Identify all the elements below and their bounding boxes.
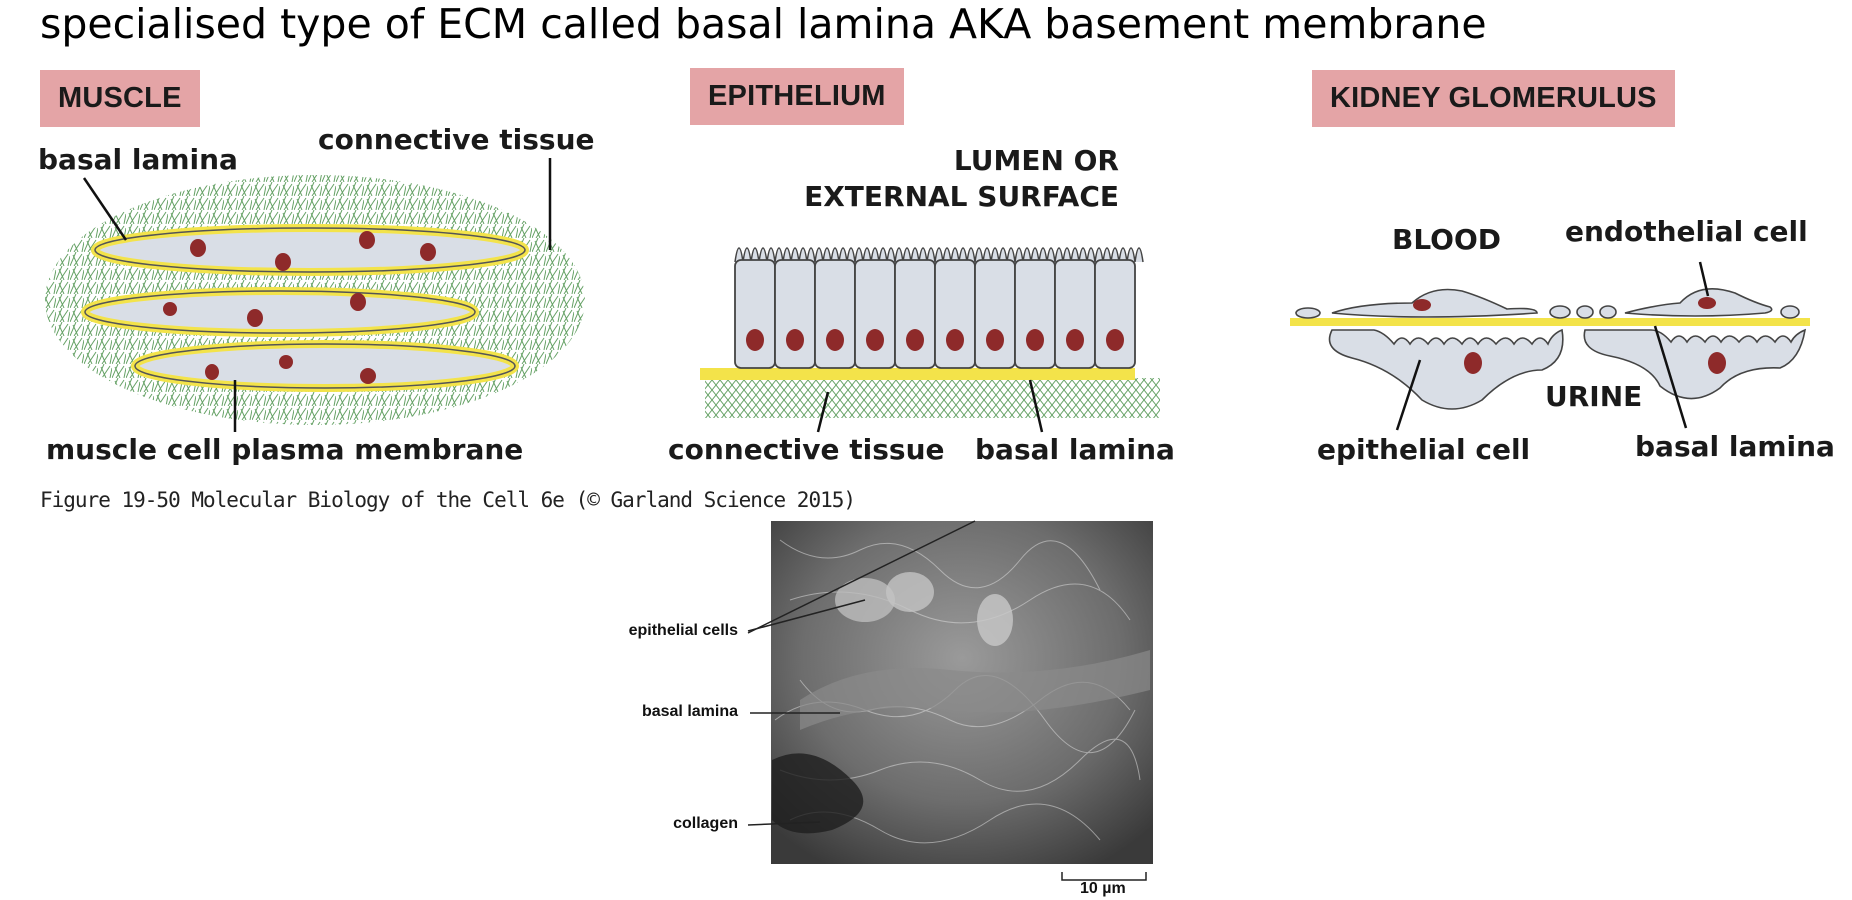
- muscle-connective-tissue-label: connective tissue: [318, 123, 595, 156]
- epithelium-lumen-label-line1: LUMEN OR: [953, 144, 1119, 177]
- kidney-badge: KIDNEY GLOMERULUS: [1312, 70, 1675, 127]
- muscle-basal-lamina-label: basal lamina: [38, 143, 238, 176]
- kidney-epithelial-label: epithelial cell: [1317, 433, 1531, 466]
- muscle-illustration: [45, 158, 585, 432]
- sem-micrograph: [747, 520, 1153, 881]
- kidney-illustration: [1290, 261, 1810, 431]
- epithelium-lumen-label-line2: EXTERNAL SURFACE: [804, 180, 1119, 213]
- epithelium-badge: EPITHELIUM: [690, 68, 904, 125]
- sem-scale-bar-label: 10 µm: [1080, 880, 1126, 897]
- kidney-urine-label: URINE: [1545, 380, 1643, 413]
- sem-basal-lamina-label: basal lamina: [641, 703, 738, 720]
- epithelium-illustration: [700, 247, 1160, 433]
- epithelium-basal-lamina-label: basal lamina: [975, 433, 1175, 466]
- muscle-badge: MUSCLE: [40, 70, 200, 127]
- sem-epithelial-cells-label: epithelial cells: [628, 622, 738, 639]
- kidney-basal-lamina-label: basal lamina: [1635, 430, 1835, 463]
- muscle-plasma-membrane-label: muscle cell plasma membrane: [46, 433, 524, 466]
- epithelium-connective-tissue-label: connective tissue: [668, 433, 945, 466]
- slide-title: specialised type of ECM called basal lam…: [40, 0, 1487, 48]
- kidney-blood-label: BLOOD: [1392, 223, 1502, 256]
- figure-caption: Figure 19-50 Molecular Biology of the Ce…: [40, 488, 856, 512]
- kidney-endothelial-label: endothelial cell: [1565, 215, 1808, 248]
- sem-collagen-label: collagen: [673, 815, 738, 832]
